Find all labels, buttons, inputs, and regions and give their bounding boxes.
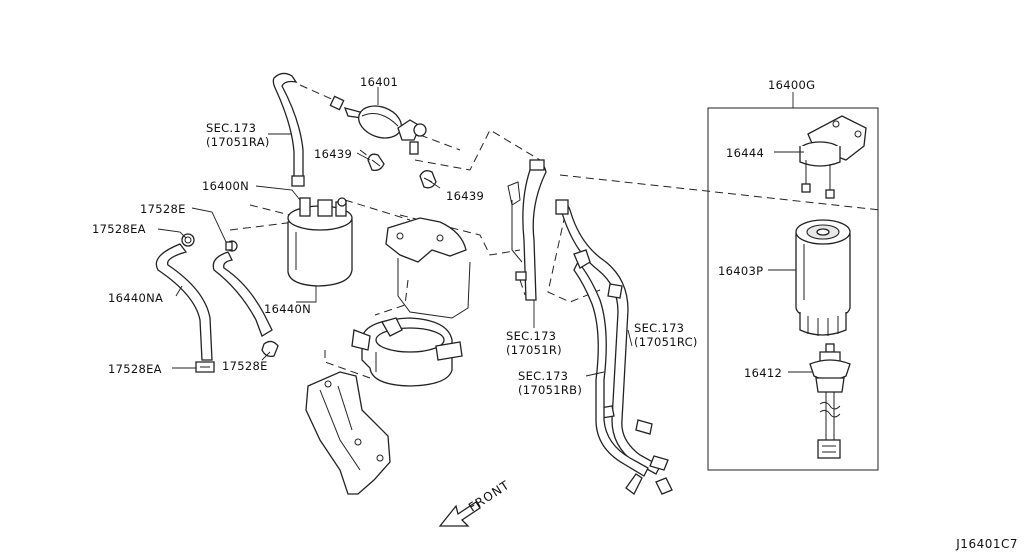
filter-bracket [351,317,463,387]
priming-pump-16401 [329,95,427,155]
label-16439-upper: 16439 [314,147,352,161]
label-sec173-rb-line2: (17051RB) [518,383,582,397]
label-17528e-top: 17528E [140,202,186,216]
label-16400g: 16400G [768,78,815,92]
label-sec173-r-line2: (17051R) [506,343,562,357]
label-16403p: 16403P [718,264,763,278]
clamp-16439-upper [367,153,385,172]
label-sec173-rb-line1: SEC.173 [518,369,568,383]
label-17528ea-top: 17528EA [92,222,146,236]
clamp-17528e-bottom [261,340,279,358]
label-16444: 16444 [726,146,764,160]
label-17528ea-bottom: 17528EA [108,362,162,376]
filter-cartridge-16403p [795,219,851,336]
label-16439-lower: 16439 [446,189,484,203]
hose-sec173-17051ra [272,72,305,187]
hose-16440na [155,243,213,361]
clamp-16439-lower [419,170,437,189]
label-16400n: 16400N [202,179,249,193]
clamp-17528ea-bottom [195,361,215,373]
label-sec173-rc-line1: SEC.173 [634,321,684,335]
filter-head-16444 [799,115,867,199]
label-sec173-r-line1: SEC.173 [506,329,556,343]
label-16440n: 16440N [264,302,311,316]
label-sec173-rc-line2: (17051RC) [634,335,698,349]
fuel-filter-16400n [287,197,353,287]
label-16412: 16412 [744,366,782,380]
reference-code: J16401C7 [955,537,1018,551]
lower-bracket [305,371,391,495]
pipe-sec173-17051rc [573,249,673,495]
pipe-sec173-17051r [507,159,547,301]
label-sec173-ra-line1: SEC.173 [206,121,256,135]
mounting-plate [385,217,471,319]
front-label: FRONT [466,478,512,515]
label-16440na: 16440NA [108,291,163,305]
clamp-17528e-top [225,240,238,252]
label-17528e-bottom: 17528E [222,359,268,373]
water-sensor-16412 [809,343,851,459]
label-sec173-ra-line2: (17051RA) [206,135,270,149]
box-16400g [707,107,879,471]
part-labels: 16401 SEC.173 (17051RA) 16439 16439 1640… [92,75,1018,551]
label-16401: 16401 [360,75,398,89]
leader-lines [157,87,812,377]
hose-16440n [212,251,273,337]
dashed-guides [229,84,881,379]
front-arrow-icon [438,501,481,527]
